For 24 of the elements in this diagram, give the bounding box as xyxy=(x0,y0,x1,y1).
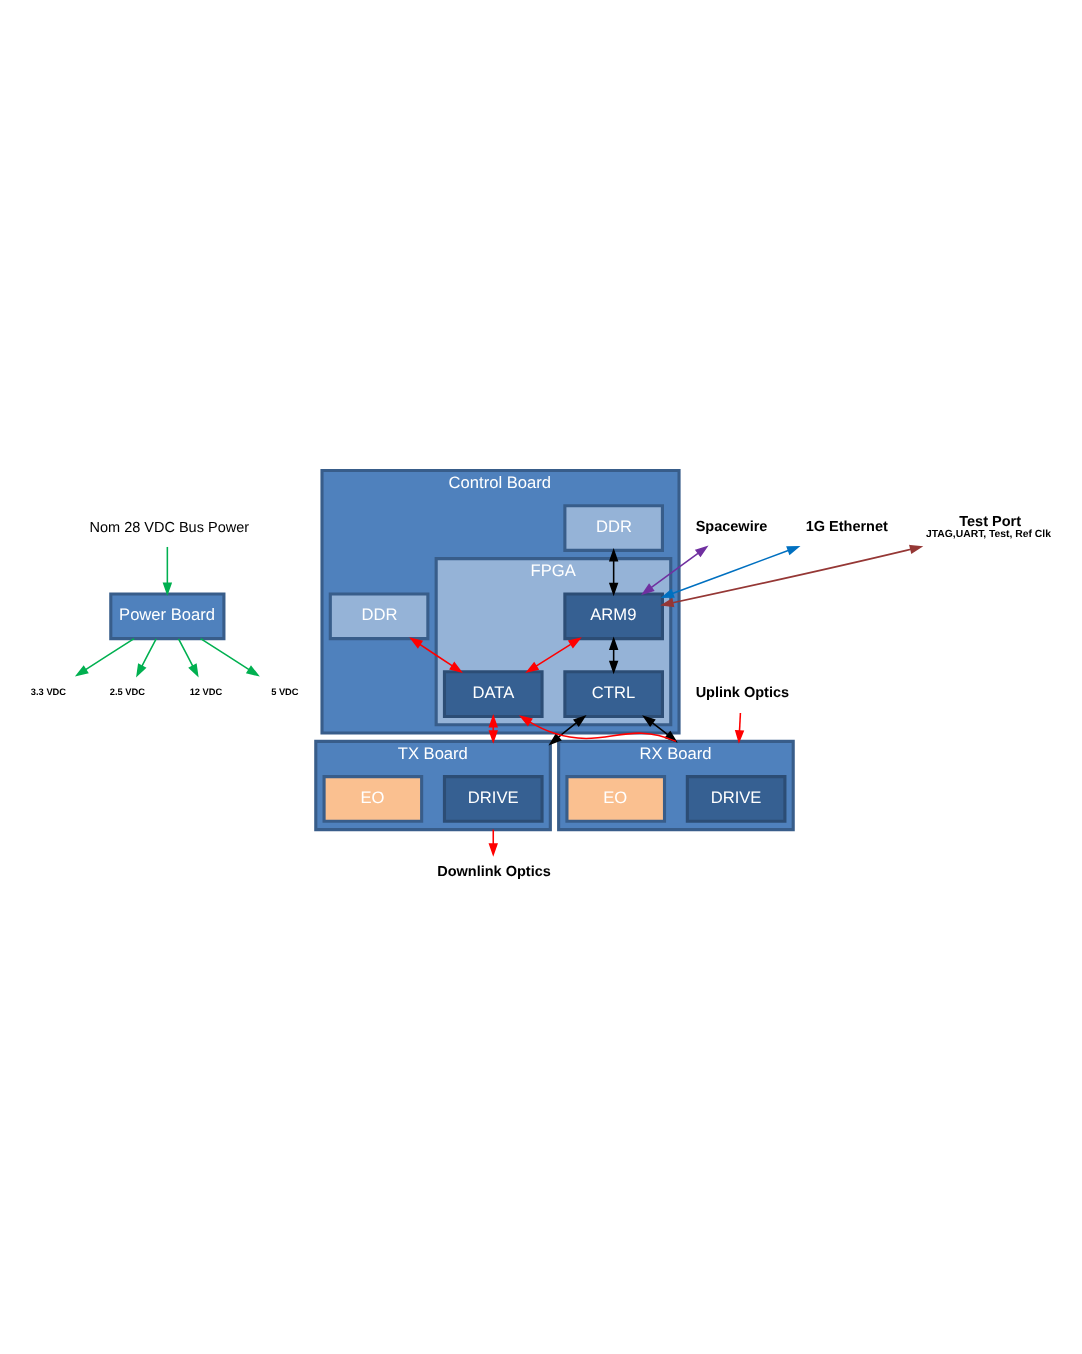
arrow xyxy=(641,545,709,596)
arrow xyxy=(660,546,801,598)
arrow xyxy=(608,548,619,597)
node-box: DDR xyxy=(563,504,664,552)
arrow xyxy=(525,637,582,673)
node-box: DATA xyxy=(442,670,544,718)
node-box: CTRL xyxy=(563,670,664,718)
arrow xyxy=(734,712,745,744)
node-box: EO xyxy=(322,775,424,823)
arrow xyxy=(136,638,157,678)
arrow xyxy=(488,828,498,857)
arrow xyxy=(199,637,260,677)
arrow xyxy=(548,715,587,746)
arrow xyxy=(162,546,173,597)
arrow xyxy=(660,544,924,608)
node-box: DRIVE xyxy=(685,775,787,823)
arrow xyxy=(409,637,463,673)
arrow xyxy=(74,637,135,677)
node-box: ARM9 xyxy=(563,592,664,641)
node-box: DRIVE xyxy=(442,775,544,823)
node-box: EO xyxy=(565,775,667,823)
node-box: DDR xyxy=(328,592,430,641)
arrow xyxy=(177,638,199,678)
node-box: Power Board xyxy=(109,592,226,641)
